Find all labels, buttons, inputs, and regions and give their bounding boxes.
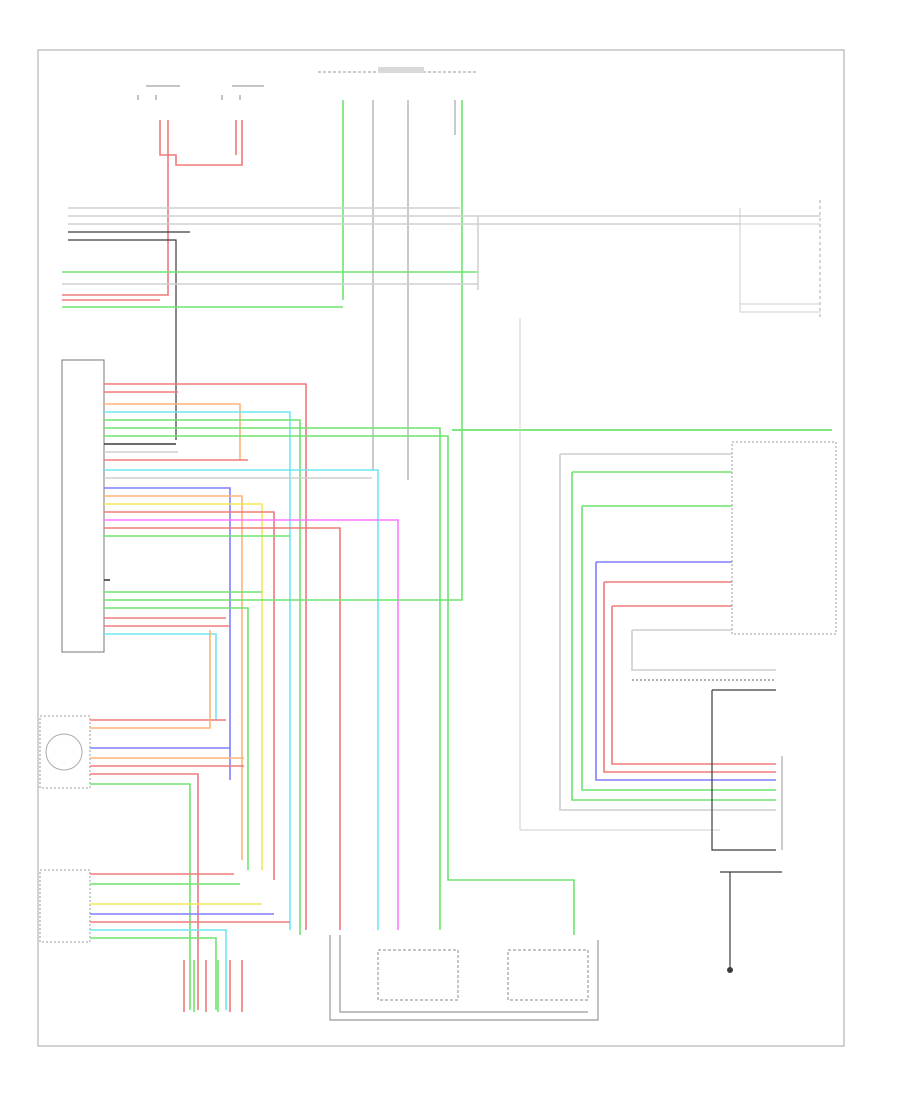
ecu-harness (104, 383, 575, 935)
top-fuse-group-left (137, 85, 264, 100)
upper-right-switch (739, 200, 821, 318)
bottom-connector-array (183, 960, 243, 1012)
sensor-left-lower (39, 869, 290, 1010)
right-lower-connector (720, 756, 783, 973)
right-switch-module (560, 441, 837, 635)
bottom-center-modules (329, 935, 599, 1021)
left-upper-harness (62, 207, 820, 440)
top-vertical-wires (62, 100, 463, 480)
diagram-frame (37, 49, 845, 1047)
sensor-left-upper (39, 630, 244, 1010)
right-harness (559, 454, 776, 851)
left-control-unit (61, 359, 105, 653)
